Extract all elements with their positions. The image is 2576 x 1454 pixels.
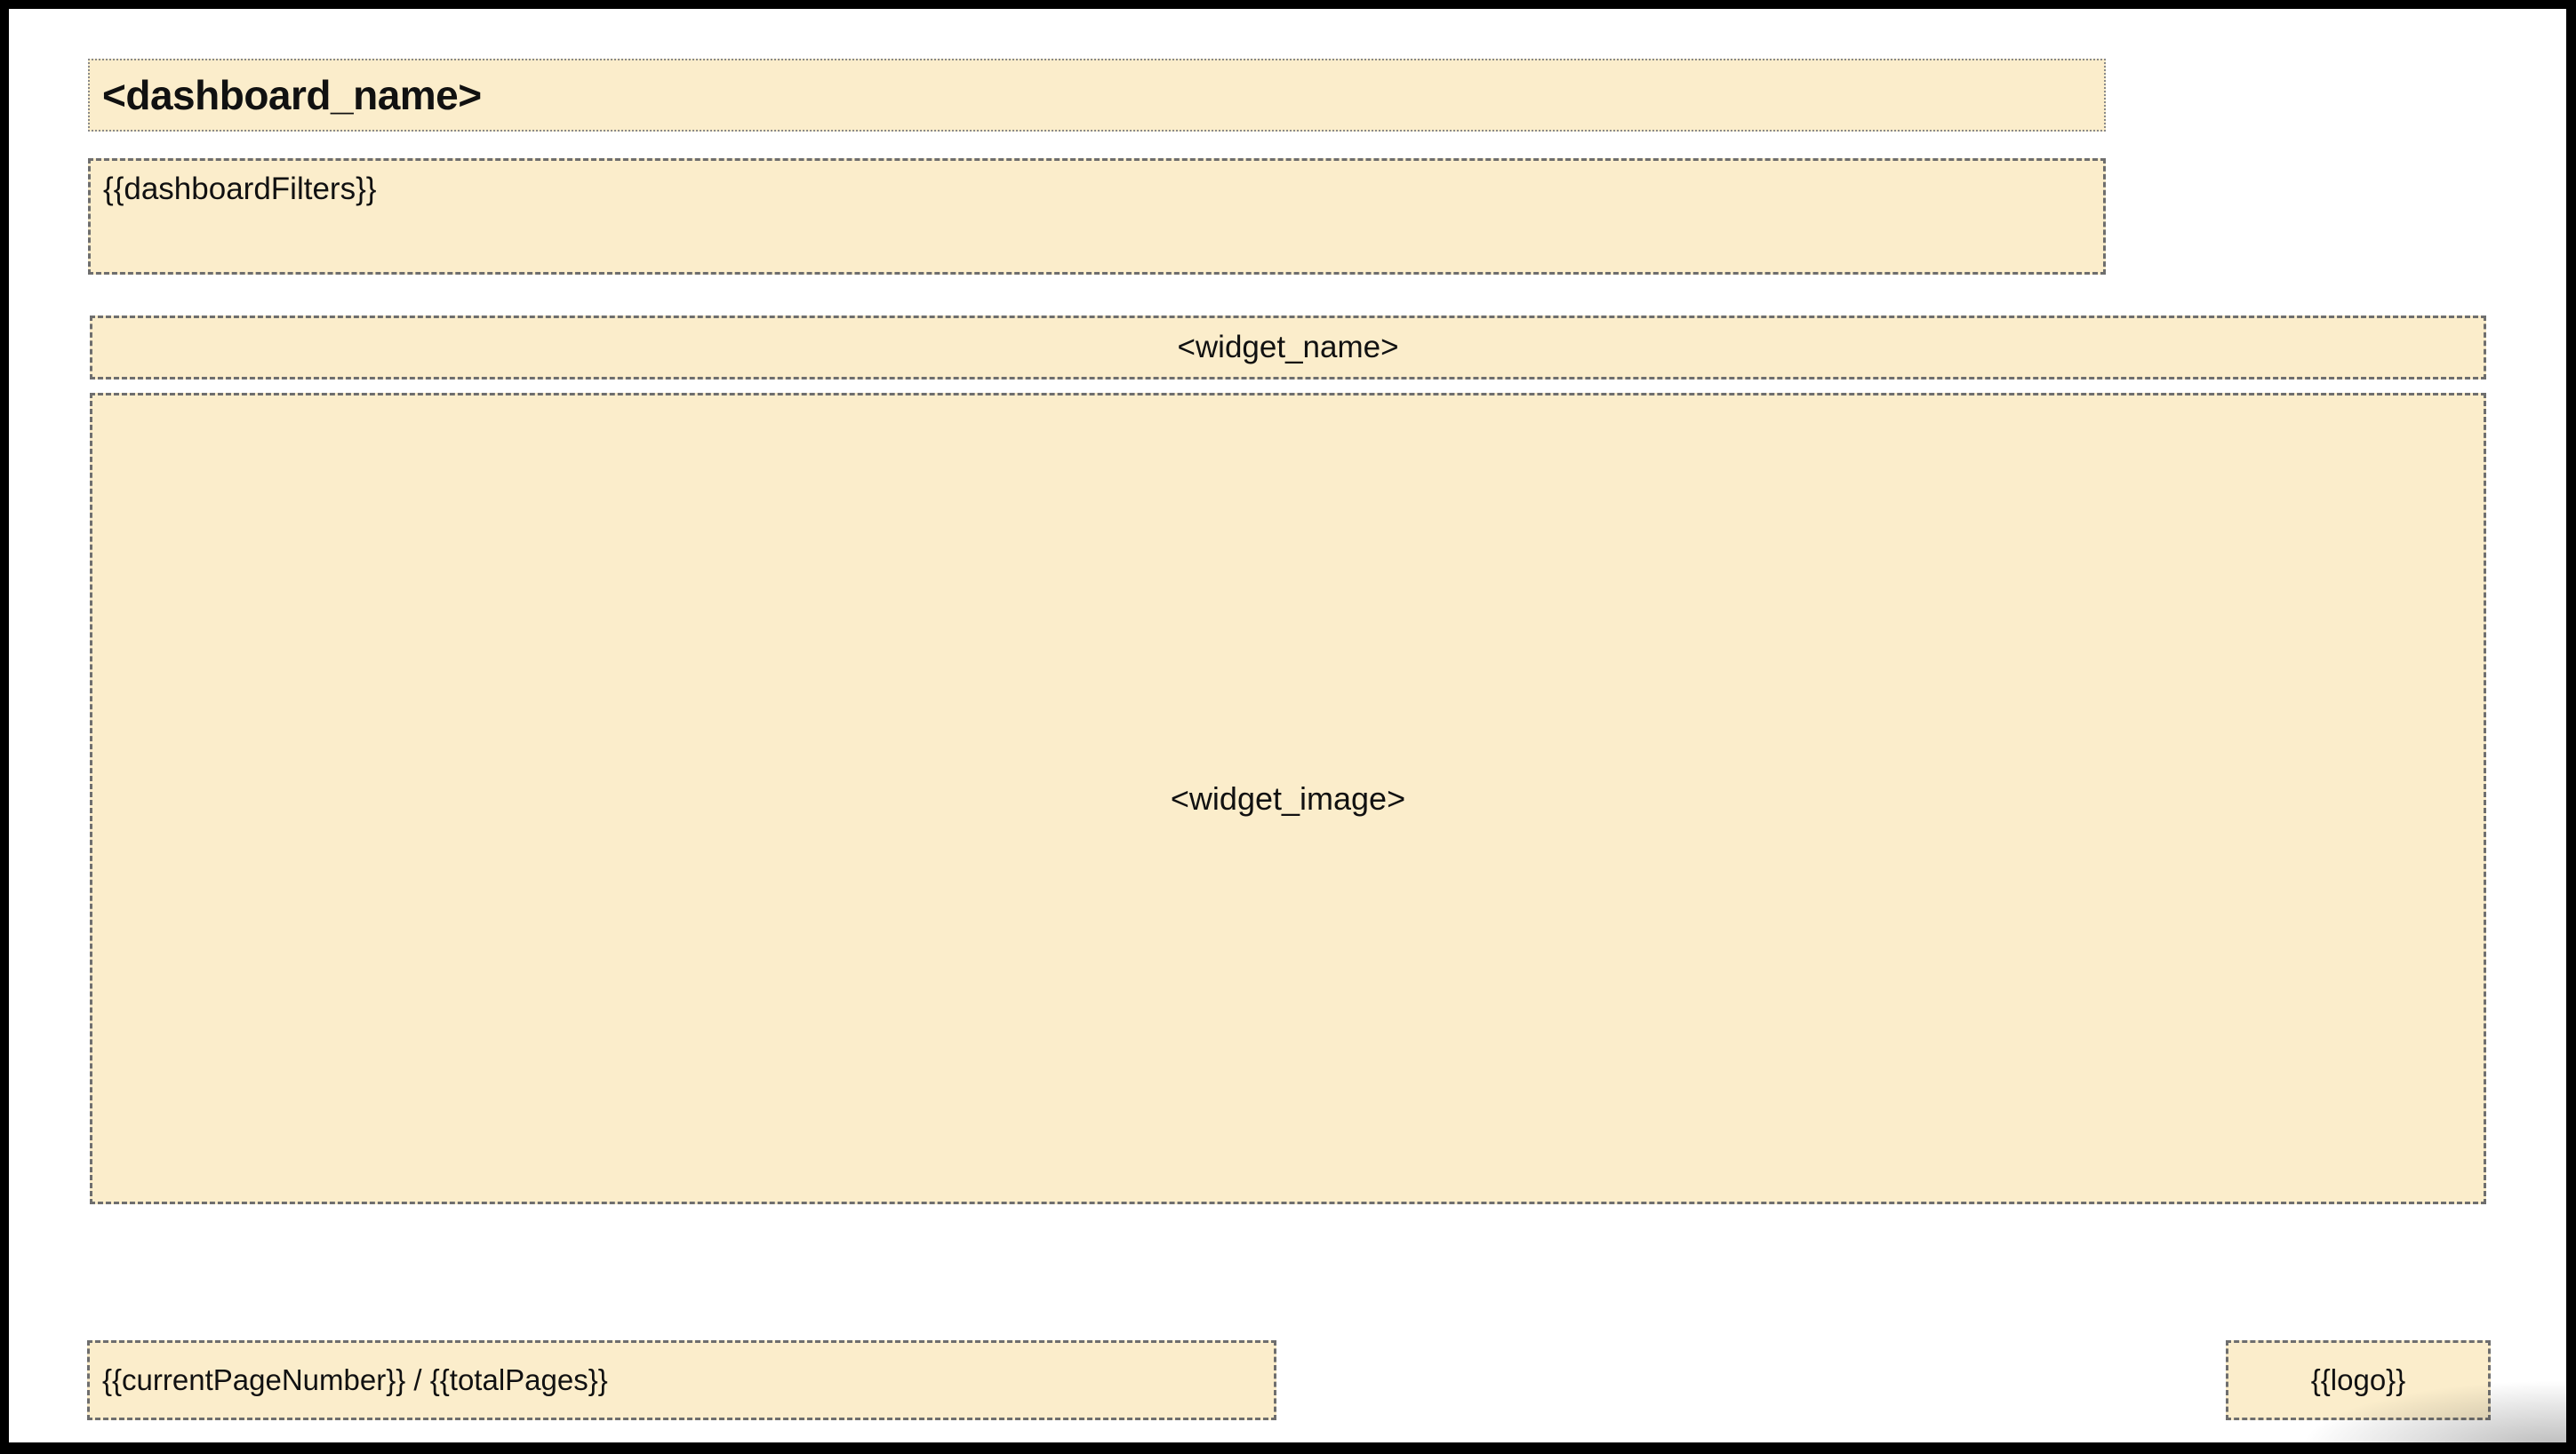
dashboard-name-placeholder[interactable]: <dashboard_name>	[88, 59, 2106, 132]
widget-image-placeholder[interactable]: <widget_image>	[90, 393, 2486, 1204]
dashboard-filters-label: {{dashboardFilters}}	[103, 172, 377, 206]
widget-name-label: <widget_name>	[1177, 330, 1399, 364]
logo-label: {{logo}}	[2310, 1363, 2406, 1396]
dashboard-name-label: <dashboard_name>	[102, 72, 482, 118]
page-counter-label: {{currentPageNumber}} / {{totalPages}}	[102, 1363, 608, 1396]
widget-name-placeholder[interactable]: <widget_name>	[90, 316, 2486, 379]
report-page: <dashboard_name> {{dashboardFilters}} <w…	[9, 9, 2566, 1442]
page-counter-placeholder[interactable]: {{currentPageNumber}} / {{totalPages}}	[87, 1340, 1276, 1420]
widget-image-label: <widget_image>	[1170, 779, 1406, 817]
dashboard-filters-placeholder[interactable]: {{dashboardFilters}}	[88, 158, 2106, 275]
logo-placeholder[interactable]: {{logo}}	[2226, 1340, 2491, 1420]
